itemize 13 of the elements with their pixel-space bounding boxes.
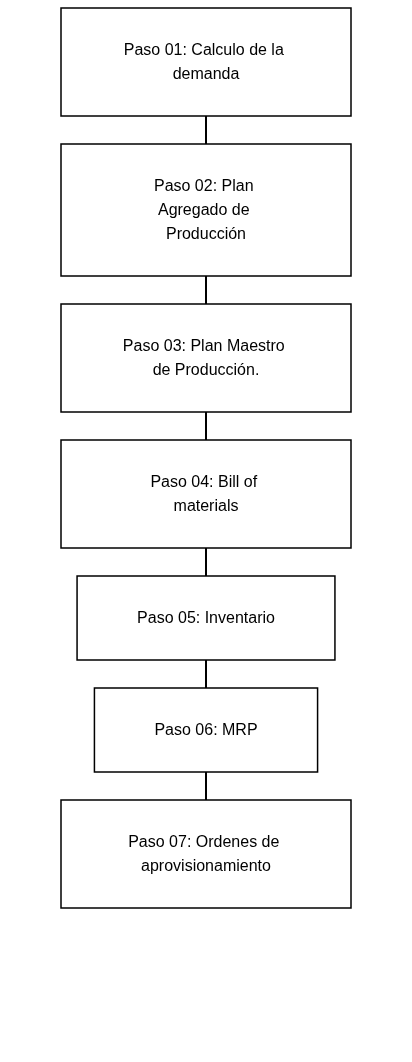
connector [205, 547, 207, 577]
connector [205, 771, 207, 801]
node-box: Paso 03: Plan Maestro de Producción. [60, 303, 352, 413]
connector [205, 115, 207, 145]
connector [205, 659, 207, 689]
connector [205, 411, 207, 441]
node-box: Paso 07: Ordenes de aprovisionamiento [60, 799, 352, 909]
node-box: Paso 04: Bill of materials [60, 439, 352, 549]
node-box: Paso 05: Inventario [76, 575, 336, 661]
node-box: Paso 06: MRP [93, 687, 319, 773]
node-box: Paso 01: Calculo de la demanda [60, 7, 352, 117]
node-box: Paso 02: Plan Agregado de Producción [60, 143, 352, 277]
connector [205, 275, 207, 305]
